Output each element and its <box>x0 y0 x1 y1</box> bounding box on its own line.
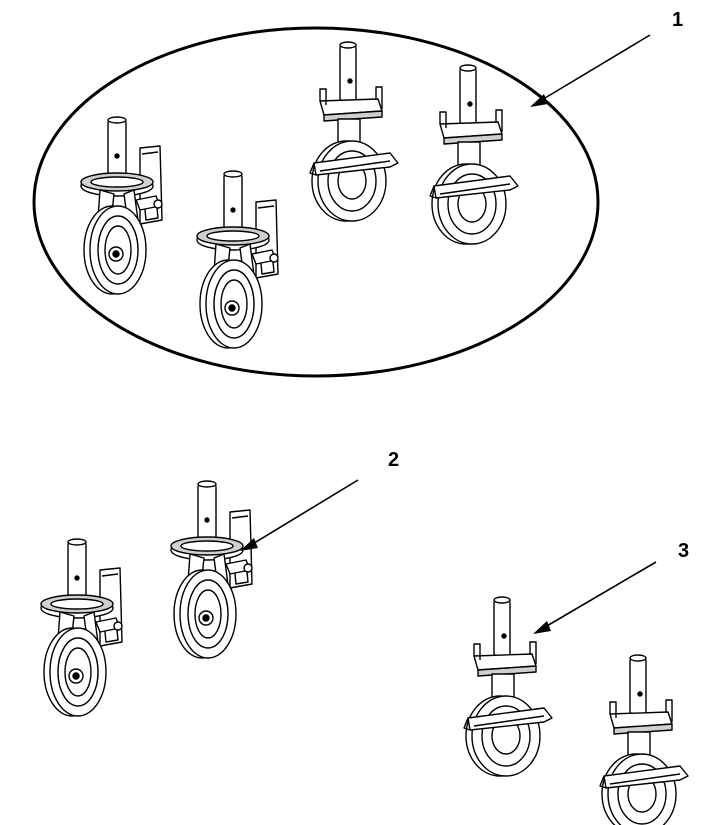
callout-label-3: 3 <box>678 540 689 562</box>
callout-label-1: 1 <box>672 9 683 31</box>
fixed-caster-icon <box>599 654 689 825</box>
arrowhead-1 <box>530 94 548 107</box>
fixed-caster-icon <box>463 596 553 777</box>
leader-line-3 <box>539 561 657 631</box>
leader-line-1 <box>534 34 651 105</box>
arrowhead-3 <box>533 621 551 634</box>
swivel-caster-icon <box>196 170 279 349</box>
swivel-caster-icon <box>170 480 253 659</box>
callout-label-2: 2 <box>388 449 399 471</box>
swivel-caster-icon <box>40 538 123 717</box>
fixed-caster-icon <box>309 41 399 222</box>
group-outline-ellipse <box>32 26 600 378</box>
swivel-caster-icon <box>80 116 163 295</box>
fixed-caster-icon <box>429 64 519 245</box>
arrowhead-2 <box>240 538 258 551</box>
leader-line-2 <box>245 479 359 549</box>
